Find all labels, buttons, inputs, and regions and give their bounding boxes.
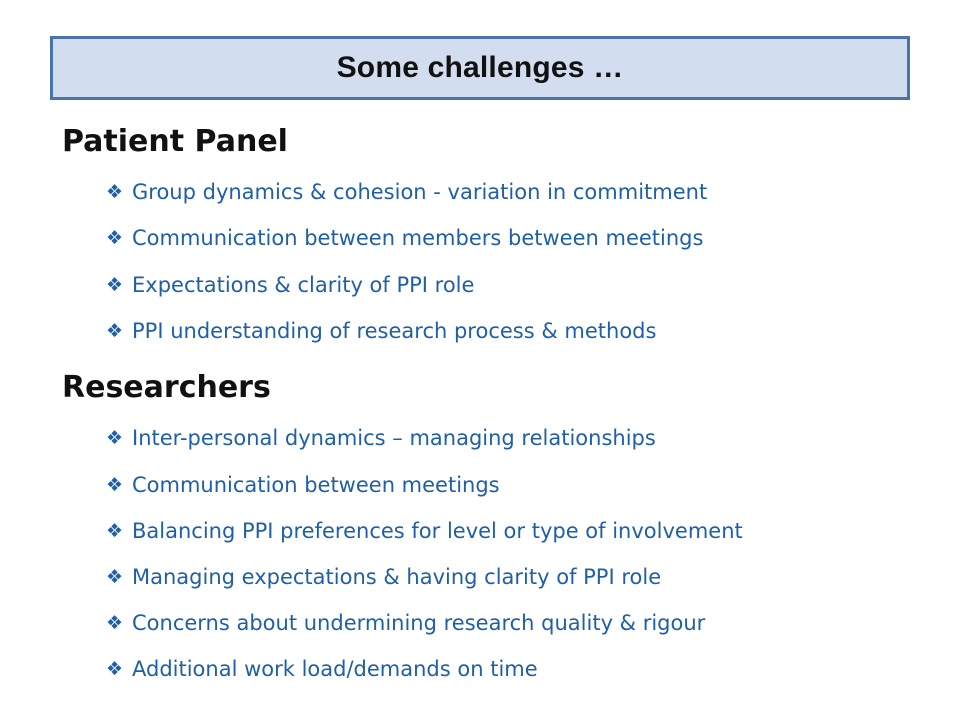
diamond-bullet-icon: ❖ (106, 427, 124, 449)
list-item-text: Communication between members between me… (132, 226, 704, 250)
list-item-text: Communication between meetings (132, 473, 500, 497)
section-heading-researchers: Researchers (62, 370, 271, 405)
diamond-bullet-icon: ❖ (106, 227, 124, 249)
list-item-text: Additional work load/demands on time (132, 657, 538, 681)
list-item-text: Group dynamics & cohesion - variation in… (132, 180, 708, 204)
list-item-text: Expectations & clarity of PPI role (132, 273, 475, 297)
list-item-text: Concerns about undermining research qual… (132, 611, 706, 635)
title-box: Some challenges … (50, 36, 910, 100)
diamond-bullet-icon: ❖ (106, 474, 124, 496)
list-item-text: Managing expectations & having clarity o… (132, 565, 662, 589)
list-item: ❖ Balancing PPI preferences for level or… (106, 521, 743, 542)
list-item: ❖ Communication between meetings (106, 475, 500, 496)
list-item-text: PPI understanding of research process & … (132, 319, 657, 343)
diamond-bullet-icon: ❖ (106, 520, 124, 542)
list-item: ❖ Communication between members between … (106, 228, 703, 249)
list-item-text: Inter-personal dynamics – managing relat… (132, 426, 656, 450)
diamond-bullet-icon: ❖ (106, 181, 124, 203)
diamond-bullet-icon: ❖ (106, 658, 124, 680)
list-item: ❖ Group dynamics & cohesion - variation … (106, 182, 707, 203)
list-item: ❖ Concerns about undermining research qu… (106, 613, 705, 634)
list-item: ❖ Expectations & clarity of PPI role (106, 275, 474, 296)
diamond-bullet-icon: ❖ (106, 274, 124, 296)
list-item: ❖ Managing expectations & having clarity… (106, 567, 661, 588)
diamond-bullet-icon: ❖ (106, 612, 124, 634)
list-item: ❖ Inter-personal dynamics – managing rel… (106, 428, 656, 449)
diamond-bullet-icon: ❖ (106, 320, 124, 342)
slide-title: Some challenges … (336, 51, 624, 84)
section-heading-patient-panel: Patient Panel (62, 124, 288, 159)
list-item-text: Balancing PPI preferences for level or t… (132, 519, 743, 543)
list-item: ❖ PPI understanding of research process … (106, 321, 656, 342)
diamond-bullet-icon: ❖ (106, 566, 124, 588)
list-item: ❖ Additional work load/demands on time (106, 659, 538, 680)
